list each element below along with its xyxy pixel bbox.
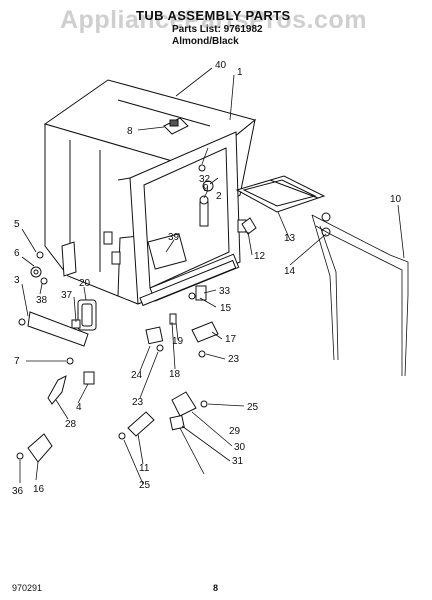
callout-3: 3	[14, 275, 20, 286]
callout-15: 15	[220, 303, 232, 314]
callout-32: 32	[199, 174, 211, 185]
callout-36: 36	[12, 486, 24, 497]
document-code: 970291	[12, 583, 43, 593]
watermark: AppliancePartsPros.com	[60, 6, 367, 34]
page-number: 8	[213, 583, 219, 593]
parts-list-number: Parts List: 9761982	[172, 24, 263, 35]
callout-14: 14	[284, 266, 296, 277]
callout-11: 11	[139, 463, 150, 474]
callout-33: 33	[219, 286, 231, 297]
callout-18: 18	[169, 369, 181, 380]
callout-31: 31	[232, 456, 244, 467]
callout-20: 20	[79, 278, 91, 289]
callout-30: 30	[234, 442, 246, 453]
tub-inner-parts	[103, 164, 247, 270]
callout-1: 1	[237, 67, 243, 78]
callout-17: 17	[225, 334, 237, 345]
callout-5: 5	[14, 219, 20, 230]
callout-40: 40	[215, 60, 227, 71]
left-side-parts	[16, 241, 97, 463]
callout-7: 7	[14, 356, 20, 367]
callout-25-right: 25	[247, 402, 259, 413]
callout-23-left: 23	[132, 397, 144, 408]
callout-37: 37	[61, 290, 73, 301]
callout-6: 6	[14, 248, 20, 259]
callout-labels: 40 1 8 2 9 32 12 13 14 10 5 6 3 38 37 20…	[12, 60, 402, 497]
part-8-vent	[163, 117, 189, 135]
callout-24: 24	[131, 370, 143, 381]
diagram-title: TUB ASSEMBLY PARTS	[136, 8, 291, 23]
callout-4: 4	[76, 402, 82, 413]
callout-29: 29	[229, 426, 241, 437]
right-side-parts	[118, 175, 409, 440]
callout-16: 16	[33, 484, 45, 495]
callout-25-bottom: 25	[139, 480, 151, 491]
callout-13: 13	[284, 233, 296, 244]
leader-lines	[19, 67, 405, 485]
callout-38: 38	[36, 295, 48, 306]
callout-19: 19	[172, 336, 184, 347]
callout-8: 8	[127, 126, 133, 137]
callout-2: 2	[216, 191, 222, 202]
callout-12: 12	[254, 251, 266, 262]
callout-23-right: 23	[228, 354, 240, 365]
callout-9: 9	[203, 183, 209, 194]
callout-10: 10	[390, 194, 402, 205]
callout-28: 28	[65, 419, 77, 430]
color-variant: Almond/Black	[172, 36, 239, 47]
callout-39: 39	[168, 232, 180, 243]
